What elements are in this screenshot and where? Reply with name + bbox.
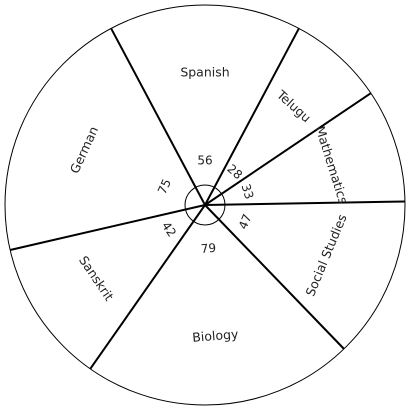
center-circle xyxy=(184,184,226,226)
sector-label-spanish: Spanish xyxy=(180,65,229,80)
sector-label-biology: Biology xyxy=(192,326,240,345)
value-label-biology: 79 xyxy=(200,241,216,256)
sector-divider xyxy=(204,204,345,350)
value-label-social-studies: 47 xyxy=(236,212,255,231)
sector-divider xyxy=(110,27,206,206)
sector-dividers xyxy=(9,27,405,370)
sector-divider xyxy=(9,204,206,251)
sector-divider xyxy=(89,204,206,370)
value-label-german: 75 xyxy=(155,177,174,197)
sector-divider xyxy=(204,92,372,206)
value-label-spanish: 56 xyxy=(197,154,212,168)
value-label-mathematics: 33 xyxy=(238,182,256,201)
sector-divider xyxy=(204,27,300,206)
sector-divider xyxy=(204,200,405,206)
